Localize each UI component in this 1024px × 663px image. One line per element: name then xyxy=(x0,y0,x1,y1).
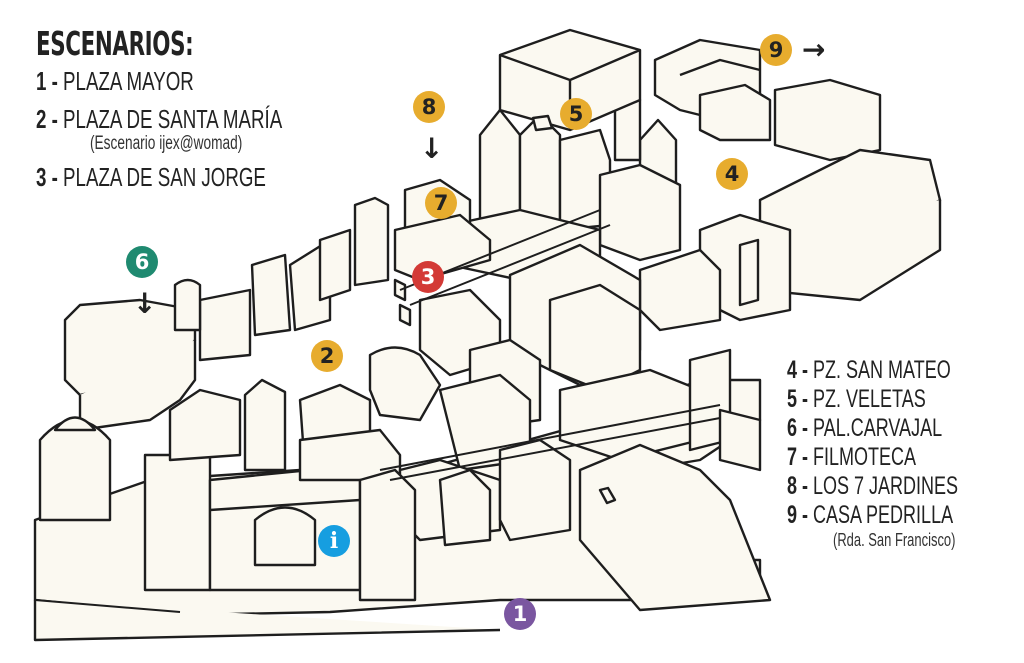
legend-item-1: 1 - PLAZA MAYOR xyxy=(36,66,282,96)
legend-item-2: 2 - PLAZA DE SANTA MARÍA xyxy=(36,104,282,134)
legend-item-5: 5 - PZ. VELETAS xyxy=(787,385,958,414)
legend-label: PZ. SAN MATEO xyxy=(813,356,951,384)
legend-subtitle: (Rda. San Francisco) xyxy=(833,530,956,550)
legend-item-9: 9 - CASA PEDRILLA xyxy=(787,501,958,530)
legend-label: FILMOTECA xyxy=(813,443,917,471)
legend-item-6: 6 - PAL.CARVAJAL xyxy=(787,414,958,443)
legend-item-4: 4 - PZ. SAN MATEO xyxy=(787,356,958,385)
legend-subtitle: (Escenario ijex@womad) xyxy=(90,133,243,154)
marker-8-los-7-jardines[interactable]: 8 xyxy=(413,91,445,123)
info-icon[interactable]: i xyxy=(318,525,350,557)
legend-number: 9 - xyxy=(787,501,809,529)
legend-label: LOS 7 JARDINES xyxy=(813,472,959,500)
legend-number: 2 - xyxy=(36,104,58,134)
arrow-down-icon: ↓ xyxy=(133,287,157,320)
legend-label: PLAZA DE SAN JORGE xyxy=(63,162,266,192)
legend-label: PAL.CARVAJAL xyxy=(813,414,943,442)
legend-number: 3 - xyxy=(36,162,58,192)
marker-4-pz-san-mateo[interactable]: 4 xyxy=(716,158,748,190)
marker-6-pal-carvajal[interactable]: 6 xyxy=(126,246,158,278)
legend-number: 1 - xyxy=(36,66,58,96)
legend-title: ESCENARIOS: xyxy=(36,24,194,63)
legend-label: PLAZA DE SANTA MARÍA xyxy=(63,104,283,134)
legend-number: 8 - xyxy=(787,472,809,500)
legend-number: 5 - xyxy=(787,385,809,413)
legend-number: 6 - xyxy=(787,414,809,442)
legend-venues: 4 - PZ. SAN MATEO 5 - PZ. VELETAS 6 - PA… xyxy=(787,356,1024,550)
marker-5-pz-veletas[interactable]: 5 xyxy=(560,98,592,130)
arrow-down-icon: ↓ xyxy=(420,132,444,165)
legend-item-7: 7 - FILMOTECA xyxy=(787,443,958,472)
marker-7-filmoteca[interactable]: 7 xyxy=(425,187,457,219)
marker-1-plaza-mayor[interactable]: 1 xyxy=(504,598,536,630)
legend-item-8: 8 - LOS 7 JARDINES xyxy=(787,472,958,501)
arrow-right-icon: → xyxy=(802,33,826,66)
legend-item-3: 3 - PLAZA DE SAN JORGE xyxy=(36,162,282,192)
marker-2-plaza-santa-maria[interactable]: 2 xyxy=(311,340,343,372)
legend-label: PZ. VELETAS xyxy=(813,385,926,413)
legend-number: 7 - xyxy=(787,443,809,471)
legend-label: PLAZA MAYOR xyxy=(63,66,194,96)
marker-9-casa-pedrilla[interactable]: 9 xyxy=(760,34,792,66)
legend-escenarios: ESCENARIOS: 1 - PLAZA MAYOR 2 - PLAZA DE… xyxy=(36,24,378,193)
legend-number: 4 - xyxy=(787,356,809,384)
marker-3-plaza-san-jorge[interactable]: 3 xyxy=(412,261,444,293)
legend-label: CASA PEDRILLA xyxy=(813,501,954,529)
